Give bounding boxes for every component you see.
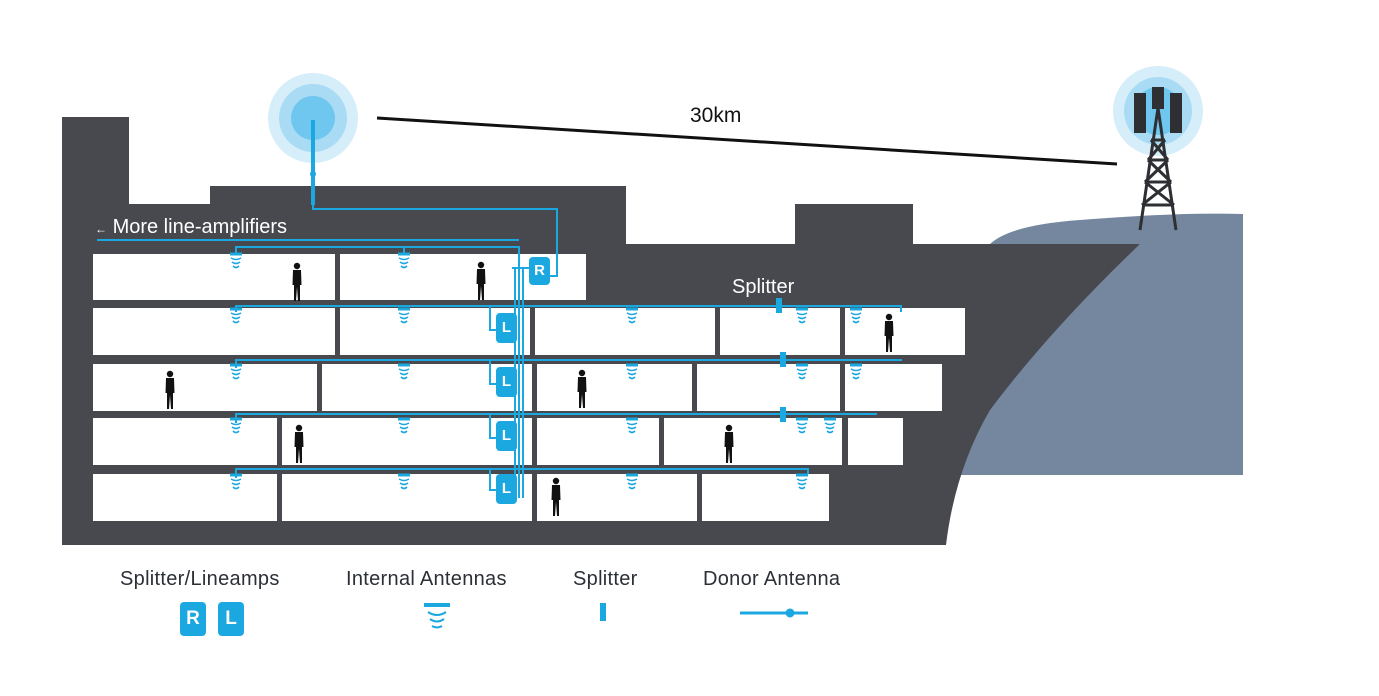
room bbox=[93, 308, 335, 355]
legend-splitter-lineamps: Splitter/Lineamps bbox=[120, 568, 280, 590]
distance-label: 30km bbox=[690, 104, 742, 127]
person-silhouette bbox=[551, 477, 561, 516]
internal-antenna-icon bbox=[626, 473, 638, 490]
room bbox=[537, 364, 692, 411]
room bbox=[282, 418, 532, 465]
hill bbox=[948, 213, 1243, 475]
person-silhouette bbox=[292, 262, 302, 301]
splitters bbox=[776, 298, 786, 422]
person-silhouette bbox=[165, 370, 175, 409]
room bbox=[845, 364, 942, 411]
line-amp-badge: L bbox=[496, 421, 517, 451]
splitter bbox=[780, 352, 786, 367]
person-silhouette bbox=[724, 424, 734, 463]
internal-antenna-icon bbox=[850, 307, 862, 324]
room bbox=[848, 418, 903, 465]
internal-antennas bbox=[230, 252, 862, 490]
left-arrow-icon: ← bbox=[95, 222, 107, 236]
room bbox=[664, 418, 842, 465]
room bbox=[845, 308, 965, 355]
room bbox=[537, 418, 659, 465]
legend-repeater-badge: R bbox=[180, 602, 206, 636]
internal-antenna-icon bbox=[824, 417, 836, 434]
legend-splitter-icon bbox=[600, 603, 606, 621]
room bbox=[537, 474, 697, 521]
legend-splitter: Splitter bbox=[573, 568, 638, 590]
legend-donor-antenna: Donor Antenna bbox=[703, 568, 841, 590]
splitter bbox=[780, 407, 786, 422]
person-silhouette bbox=[577, 369, 587, 408]
internal-antenna-icon bbox=[398, 307, 410, 324]
internal-antenna-icon bbox=[398, 417, 410, 434]
person-silhouette bbox=[884, 313, 894, 352]
donor-antenna-signal bbox=[268, 73, 358, 163]
line-amp-badge: L bbox=[496, 474, 517, 504]
internal-antenna-icon bbox=[796, 417, 808, 434]
room bbox=[282, 474, 532, 521]
internal-antenna-icon bbox=[230, 417, 242, 434]
room bbox=[93, 364, 317, 411]
room bbox=[697, 364, 840, 411]
legend-antenna-icon bbox=[424, 603, 450, 629]
legend-donor-icon bbox=[740, 608, 808, 618]
internal-antenna-icon bbox=[230, 252, 242, 269]
internal-antenna-icon bbox=[230, 363, 242, 380]
splitter-callout: Splitter bbox=[732, 276, 795, 298]
internal-antenna-icon bbox=[626, 417, 638, 434]
more-amplifiers-label: ← More line-amplifiers bbox=[95, 216, 287, 239]
room bbox=[93, 418, 277, 465]
splitter bbox=[776, 298, 782, 313]
legend-internal-antennas: Internal Antennas bbox=[346, 568, 507, 590]
room bbox=[535, 308, 715, 355]
distance-line bbox=[376, 116, 1118, 166]
repeater-badge: R bbox=[529, 257, 550, 285]
room bbox=[720, 308, 840, 355]
internal-antenna-icon bbox=[230, 307, 242, 324]
legend-icons bbox=[424, 603, 808, 629]
internal-antenna-icon bbox=[626, 363, 638, 380]
internal-antenna-icon bbox=[398, 252, 410, 269]
people bbox=[165, 261, 894, 516]
internal-antenna-icon bbox=[850, 363, 862, 380]
internal-antenna-icon bbox=[398, 473, 410, 490]
line-amp-badge: L bbox=[496, 313, 517, 343]
internal-antenna-icon bbox=[796, 307, 808, 324]
internal-antenna-icon bbox=[796, 473, 808, 490]
cell-tower bbox=[1113, 66, 1203, 231]
more-amplifiers-text: More line-amplifiers bbox=[112, 216, 288, 238]
internal-antenna-icon bbox=[398, 363, 410, 380]
internal-antenna-icon bbox=[796, 363, 808, 380]
line-amp-badge: L bbox=[496, 367, 517, 397]
person-silhouette bbox=[476, 261, 486, 300]
internal-antenna-icon bbox=[230, 473, 242, 490]
room bbox=[702, 474, 829, 521]
room bbox=[93, 474, 277, 521]
person-silhouette bbox=[294, 424, 304, 463]
room-grid bbox=[93, 254, 965, 521]
legend-line-amp-badge: L bbox=[218, 602, 244, 636]
internal-antenna-icon bbox=[626, 307, 638, 324]
donor-antenna-icon bbox=[310, 120, 316, 205]
